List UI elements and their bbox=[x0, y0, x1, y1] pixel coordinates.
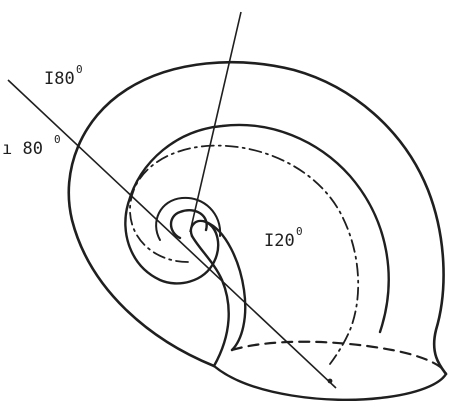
axis-end-point bbox=[327, 378, 333, 384]
median-dash-dot-curve bbox=[129, 144, 360, 365]
inner-whorl-lower-2 bbox=[190, 234, 230, 368]
label-angle-outer-top: I80 bbox=[44, 69, 75, 89]
axis-vertical-ray bbox=[189, 11, 242, 233]
aperture-bottom-solid bbox=[212, 364, 448, 402]
inner-whorl-lower bbox=[204, 220, 247, 352]
label-angle-inner-degree: 0 bbox=[296, 225, 303, 238]
shell-body-outline bbox=[67, 60, 448, 376]
label-angle-outer-left-degree: 0 bbox=[54, 133, 61, 146]
label-angle-outer-top-degree: 0 bbox=[76, 63, 83, 76]
aperture-top-dashed bbox=[230, 340, 448, 376]
label-angle-outer-left: ı 80 bbox=[2, 139, 43, 159]
innermost-spiral bbox=[169, 209, 208, 240]
innermost-spiral-2 bbox=[155, 196, 222, 241]
label-angle-inner: I20 bbox=[264, 231, 295, 251]
outer-shell-curve bbox=[124, 123, 390, 334]
axis-diagonal-line bbox=[7, 79, 337, 389]
